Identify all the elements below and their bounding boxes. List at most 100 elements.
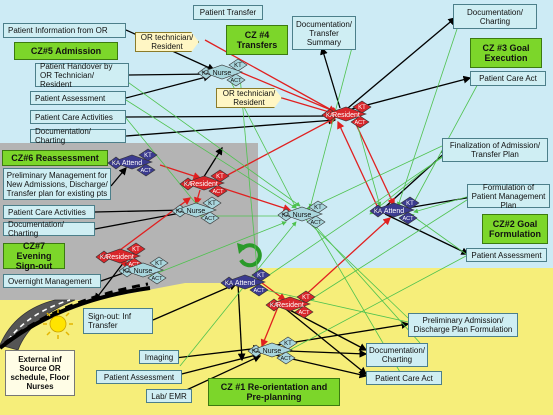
act-label: ACT	[311, 220, 323, 226]
green-connector	[396, 19, 461, 207]
act-label: ACT	[213, 189, 225, 195]
box-documentation-charting-mid: Documentation/ Charting	[3, 220, 95, 238]
box-patient-handover: Patient Handover by OR Technician/ Resid…	[35, 62, 129, 89]
kt-label: KT	[302, 295, 310, 301]
kt-diamond	[149, 256, 169, 270]
green-connector	[255, 286, 409, 323]
act-label: ACT	[355, 120, 367, 126]
act-label: ACT	[141, 168, 153, 174]
role-label: Nurse	[213, 70, 232, 77]
kt-label: KT	[358, 105, 366, 111]
road-black-band	[0, 286, 151, 350]
red-connector	[353, 119, 395, 207]
act-diamond	[226, 73, 246, 87]
red-connector	[215, 185, 292, 212]
black-connector	[261, 351, 368, 379]
box-imaging: Imaging	[139, 350, 179, 364]
act-label: ACT	[403, 216, 415, 222]
ka-label: KA	[270, 303, 278, 309]
kt-label: KT	[234, 63, 242, 69]
black-connector	[281, 305, 368, 351]
kt-diamond	[296, 290, 316, 304]
box-documentation-transfer-summary: Documentation/ Transfer Summary	[292, 16, 356, 50]
green-connector	[309, 219, 421, 344]
kt-label: KT	[208, 201, 216, 207]
act-diamond	[249, 283, 269, 297]
kt-label: KT	[155, 261, 163, 267]
green-connector	[179, 221, 297, 367]
role-label: Resident	[190, 181, 218, 188]
black-connector	[94, 206, 188, 215]
ka-label: KA	[112, 161, 120, 167]
green-connector	[409, 213, 467, 255]
ka-label: KA	[282, 213, 290, 219]
red-connector	[260, 301, 281, 348]
role-diamond	[224, 274, 266, 290]
role-diamond	[111, 154, 153, 170]
zone-cz5-admission: CZ#5 Admission	[14, 42, 118, 60]
kt-label: KT	[132, 247, 140, 253]
black-connector	[152, 283, 238, 321]
role-label: Nurse	[187, 208, 206, 215]
box-patient-transfer: Patient Transfer	[193, 5, 263, 20]
zone-cz1-reorientation: CZ #1 Re-orientation and Pre-planning	[208, 378, 340, 406]
box-lab-emr: Lab/ EMR	[146, 389, 192, 403]
road-icon	[0, 299, 76, 351]
role-label: Nurse	[134, 268, 153, 275]
box-patient-care-act-right: Patient Care Act	[470, 71, 546, 86]
act-diamond	[147, 271, 167, 285]
black-connector	[94, 209, 188, 230]
black-connector	[237, 283, 246, 362]
role-diamond	[251, 342, 293, 358]
green-connector	[299, 213, 409, 319]
green-connector	[239, 75, 261, 281]
role-diamond	[99, 248, 141, 264]
green-connector	[308, 35, 356, 209]
green-connector	[125, 99, 297, 209]
box-patient-assessment-top: Patient Assessment	[30, 91, 126, 105]
box-documentation-charting-bottom: Documentation/ Charting	[366, 343, 428, 367]
role-label: Nurse	[263, 348, 282, 355]
ka-label: KA	[225, 281, 233, 287]
role-label: Attend	[384, 208, 404, 215]
red-connector	[257, 279, 287, 301]
red-connector	[337, 120, 379, 209]
box-documentation-charting-top: Documentation/ Charting	[453, 4, 537, 29]
box-patient-care-act-bottom: Patient Care Act	[366, 371, 442, 385]
green-connector	[149, 221, 287, 277]
black-connector	[384, 213, 470, 255]
role-label: Attend	[235, 280, 255, 287]
black-connector	[179, 355, 262, 394]
black-connector	[174, 344, 262, 359]
kt-diamond	[210, 169, 230, 183]
box-formulation-management-plan: Formulation of Patient Management Plan	[467, 183, 550, 210]
role-diamond	[183, 175, 225, 191]
box-signout-inf-transfer: Sign-out: Inf Transfer	[83, 308, 153, 334]
tag-or-technician-1: OR technician/ Resident	[135, 32, 199, 52]
kt-label: KT	[257, 273, 265, 279]
box-patient-assessment-right: Patient Assessment	[466, 248, 547, 262]
black-connector	[94, 261, 125, 302]
box-overnight-management: Overnight Management	[3, 274, 101, 288]
role-label: Nurse	[293, 212, 312, 219]
kt-diamond	[228, 58, 248, 72]
role-diamond	[325, 106, 367, 122]
kt-label: KT	[406, 201, 414, 207]
kt-diamond	[308, 200, 328, 214]
box-patient-care-activities-mid: Patient Care Activities	[3, 205, 95, 219]
kt-diamond	[138, 148, 158, 162]
black-connector	[125, 116, 337, 137]
green-connector	[355, 119, 382, 207]
black-connector	[125, 112, 337, 120]
kt-diamond	[202, 196, 222, 210]
role-diamond	[281, 206, 323, 222]
green-connector	[125, 117, 199, 207]
